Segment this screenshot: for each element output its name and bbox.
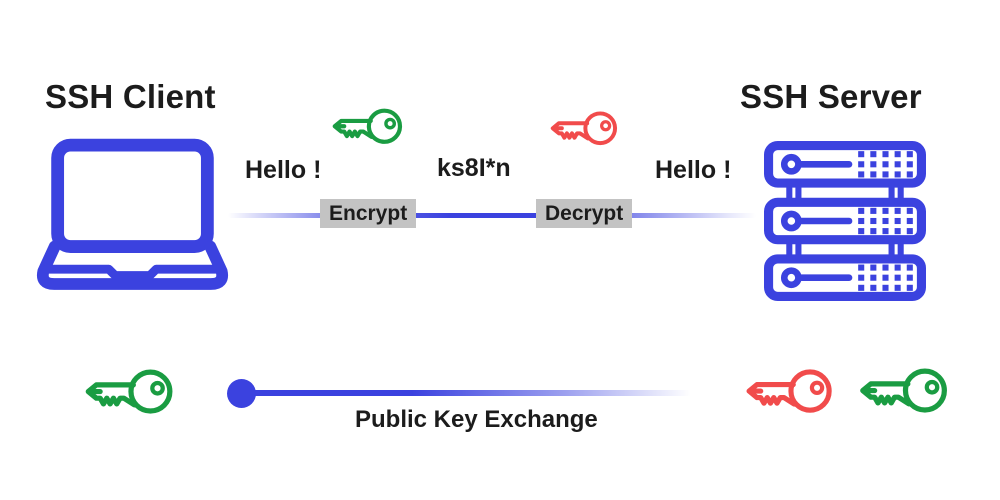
red-key-icon (548, 108, 622, 150)
blue-dot (227, 379, 256, 408)
green-key-icon (82, 365, 179, 420)
encrypt-label: Encrypt (320, 199, 417, 228)
green-key-icon (856, 364, 954, 419)
client-title: SSH Client (45, 78, 216, 115)
exchange-line (241, 390, 691, 396)
server-title: SSH Server (740, 78, 922, 115)
ciphertext-message: ks8I*n (437, 154, 511, 182)
server-rack-icon (764, 141, 926, 301)
plaintext-message-left: Hello ! (245, 156, 322, 184)
decrypt-label: Decrypt (536, 199, 633, 228)
red-key-icon (743, 365, 838, 419)
transport-line (228, 213, 756, 218)
plaintext-message-right: Hello ! (655, 156, 732, 184)
green-key-icon (330, 105, 407, 149)
laptop-icon (34, 138, 231, 296)
exchange-label: Public Key Exchange (355, 406, 598, 433)
